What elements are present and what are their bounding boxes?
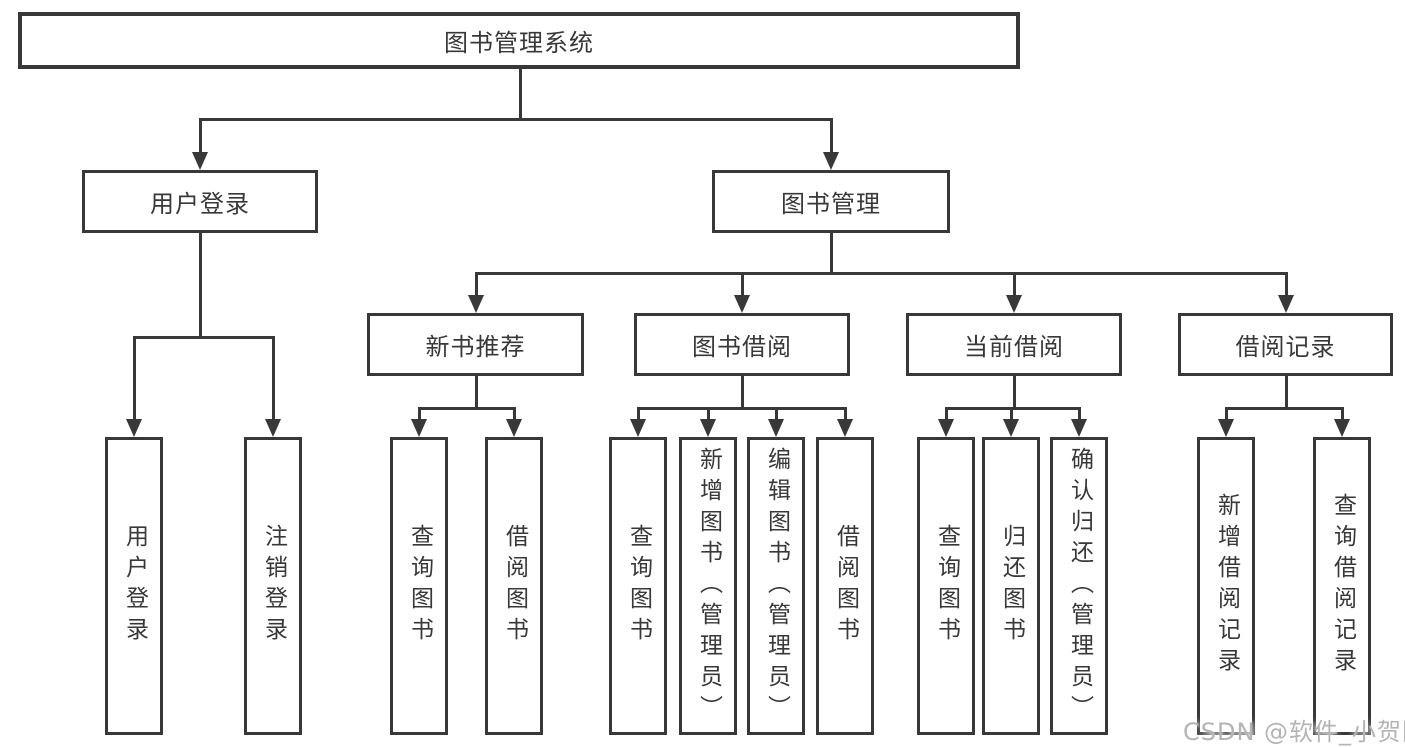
arrow-leaf-logout [265,419,281,437]
arrow-current-query [938,419,954,437]
leaf-user-login: 用户登录 [105,437,163,735]
arrow-book-borrow [734,295,750,313]
connector-drop-records [1285,272,1288,298]
connector-userlogin-branch [133,336,275,339]
connector-records-branch [1225,407,1344,410]
leaf-add-borrow-record: 新增借阅记录 [1197,437,1255,735]
arrow-leaf-login [126,419,142,437]
leaf-add-books-admin: 新增图书（管理员） [679,437,737,735]
connector-root-branch [199,118,833,121]
leaf-borrow-query-books-label: 查询图书 [625,524,652,648]
connector-userlogin-trunk [199,233,202,336]
connector-bookmgmt-trunk [830,233,833,272]
leaf-edit-books-admin: 编辑图书（管理员） [747,437,805,735]
connector-drop-book-borrow [741,272,744,298]
connector-drop-borrow-add [707,407,710,422]
node-root: 图书管理系统 [18,12,1020,69]
connector-drop-newrec-borrow [513,407,516,422]
leaf-edit-books-admin-label: 编辑图书（管理员） [763,446,790,726]
leaf-user-login-label: 用户登录 [121,524,148,648]
arrow-records-query [1334,419,1350,437]
arrow-newrec-borrow [506,419,522,437]
connector-borrow-trunk [741,376,744,407]
connector-drop-records-add [1225,407,1228,422]
node-borrow-records-label: 借阅记录 [1235,333,1336,361]
node-current-borrowing: 当前借阅 [906,313,1122,376]
connector-drop-leaf-logout [272,336,275,422]
leaf-query-borrow-record: 查询借阅记录 [1313,437,1371,735]
connector-current-branch [945,407,1081,410]
arrow-new-rec [468,295,484,313]
leaf-confirm-return-admin: 确认归还（管理员） [1050,437,1108,735]
connector-drop-leaf-login [133,336,136,422]
arrow-user-login [192,152,208,170]
connector-drop-new-rec [475,272,478,298]
arrow-current-return [1003,419,1019,437]
node-borrow-records: 借阅记录 [1178,313,1393,376]
leaf-confirm-return-admin-label: 确认归还（管理员） [1066,446,1093,726]
node-book-borrowing: 图书借阅 [634,313,850,376]
node-user-login-label: 用户登录 [150,190,250,218]
connector-drop-current [1013,272,1016,298]
leaf-current-query-books-label: 查询图书 [933,524,960,648]
arrow-current [1006,295,1022,313]
leaf-add-borrow-record-label: 新增借阅记录 [1213,493,1240,679]
node-book-management-label: 图书管理 [781,190,881,218]
leaf-current-query-books: 查询图书 [917,437,975,735]
leaf-newrec-borrow-books: 借阅图书 [485,437,543,735]
leaf-newrec-query-books-label: 查询图书 [406,524,433,648]
leaf-newrec-query-books: 查询图书 [390,437,448,735]
connector-drop-newrec-query [418,407,421,422]
leaf-logout-label: 注销登录 [260,524,287,648]
node-book-borrowing-label: 图书借阅 [692,333,792,361]
arrow-records [1278,295,1294,313]
leaf-query-borrow-record-label: 查询借阅记录 [1329,493,1356,679]
leaf-return-books-label: 归还图书 [998,524,1025,648]
arrow-current-confirm [1071,419,1087,437]
leaf-logout: 注销登录 [244,437,302,735]
arrow-borrow-borrow [837,419,853,437]
connector-newrec-branch [418,407,516,410]
leaf-borrow-borrow-books-label: 借阅图书 [832,524,859,648]
node-user-login: 用户登录 [82,170,318,233]
node-new-book-recommend-label: 新书推荐 [425,333,526,361]
arrow-records-add [1218,419,1234,437]
connector-drop-current-return [1010,407,1013,422]
connector-drop-current-query [945,407,948,422]
leaf-add-books-admin-label: 新增图书（管理员） [695,446,722,726]
arrow-newrec-query [411,419,427,437]
connector-drop-current-confirm [1078,407,1081,422]
connector-drop-borrow-edit [775,407,778,422]
connector-drop-borrow-query [637,407,640,422]
connector-root-trunk [519,68,522,119]
arrow-borrow-query [630,419,646,437]
csdn-watermark: CSDN @软件_小贺同学 [1183,718,1405,746]
leaf-return-books: 归还图书 [982,437,1040,735]
node-new-book-recommend: 新书推荐 [367,313,584,376]
connector-drop-book-mgmt [830,118,833,156]
connector-drop-user-login [199,118,202,156]
connector-drop-records-query [1341,407,1344,422]
leaf-newrec-borrow-books-label: 借阅图书 [501,524,528,648]
connector-borrow-branch [637,407,847,410]
connector-current-trunk [1013,376,1016,407]
arrow-book-mgmt [823,152,839,170]
connector-records-trunk [1285,376,1288,407]
connector-bookmgmt-branch [475,272,1288,275]
leaf-borrow-borrow-books: 借阅图书 [816,437,874,735]
node-root-label: 图书管理系统 [444,29,594,57]
connector-drop-borrow-borrow [844,407,847,422]
connector-newrec-trunk [475,376,478,407]
leaf-borrow-query-books: 查询图书 [609,437,667,735]
node-current-borrowing-label: 当前借阅 [964,333,1064,361]
node-book-management: 图书管理 [712,170,950,233]
arrow-borrow-add [700,419,716,437]
arrow-borrow-edit [768,419,784,437]
